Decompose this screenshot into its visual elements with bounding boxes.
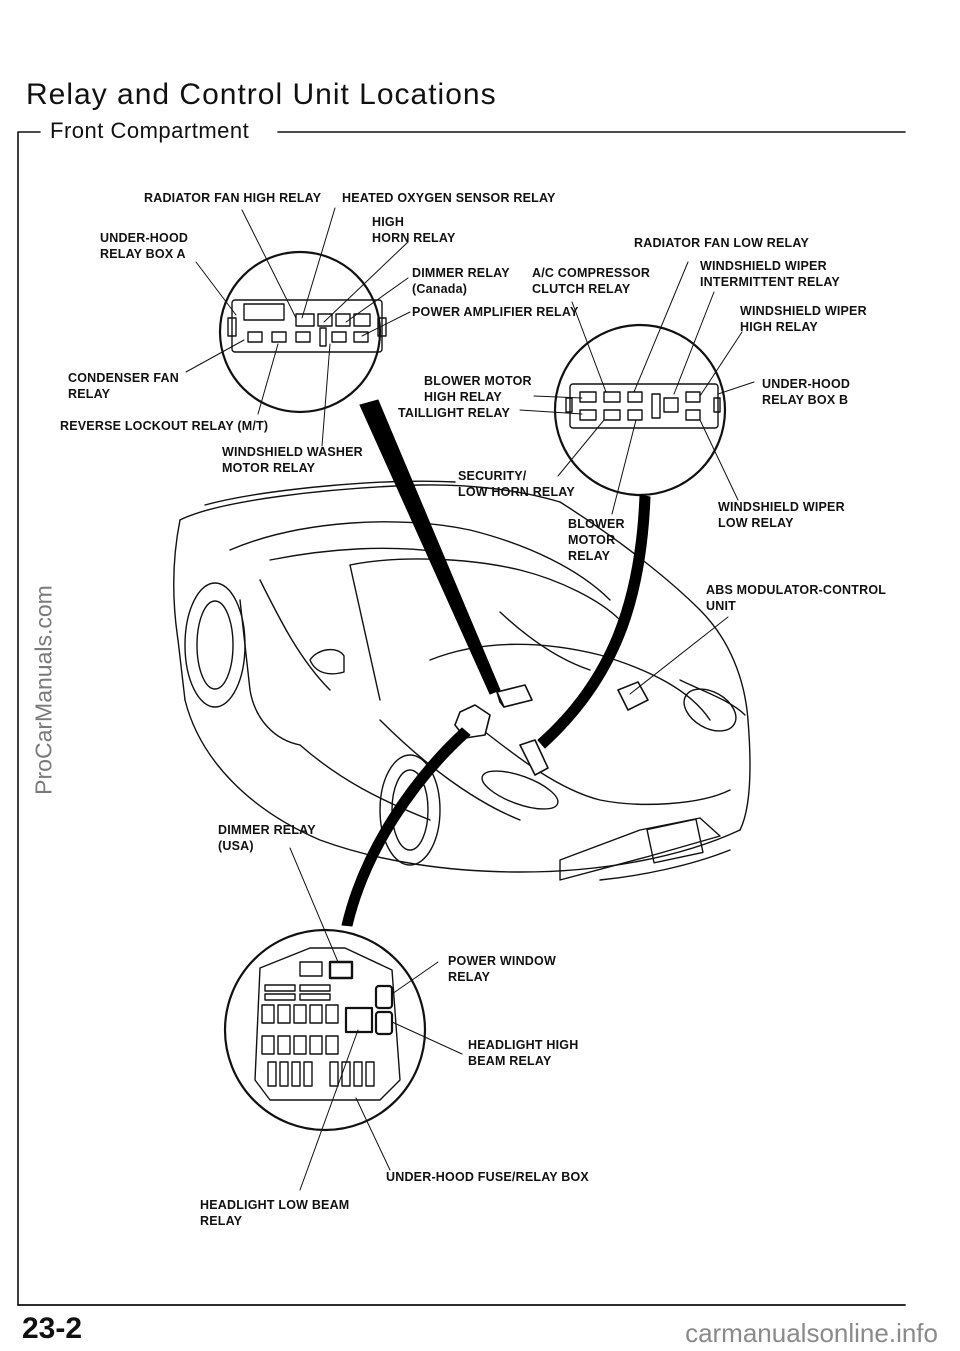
leader-lines-a xyxy=(185,207,411,447)
page-number: 23-2 xyxy=(22,1312,83,1345)
label-radiator-fan-high-relay: RADIATOR FAN HIGH RELAY xyxy=(144,191,322,205)
label-headlight-low-beam-relay: HEADLIGHT LOW BEAM RELAY xyxy=(200,1198,350,1228)
label-taillight-relay: TAILLIGHT RELAY xyxy=(398,406,511,420)
label-ac-compressor-clutch-relay: A/C COMPRESSOR CLUTCH RELAY xyxy=(532,266,651,296)
watermark-left-text: ProCarManuals.com xyxy=(30,585,57,795)
label-under-hood-relay-box-a: UNDER-HOOD RELAY BOX A xyxy=(100,231,189,261)
label-heated-oxygen-sensor-relay: HEATED OXYGEN SENSOR RELAY xyxy=(342,191,556,205)
section-subtitle: Front Compartment xyxy=(50,118,250,143)
label-windshield-washer-motor-relay: WINDSHIELD WASHER MOTOR RELAY xyxy=(222,445,363,475)
leader-lines-b xyxy=(519,261,755,695)
label-windshield-wiper-high-relay: WINDSHIELD WIPER HIGH RELAY xyxy=(740,304,867,334)
label-high-horn-relay: HIGH HORN RELAY xyxy=(372,215,456,245)
label-dimmer-relay-usa: DIMMER RELAY (USA) xyxy=(218,823,316,853)
label-headlight-high-beam-relay: HEADLIGHT HIGH BEAM RELAY xyxy=(468,1038,579,1068)
label-under-hood-fuse-relay-box: UNDER-HOOD FUSE/RELAY BOX xyxy=(386,1170,589,1184)
label-dimmer-relay-canada: DIMMER RELAY (Canada) xyxy=(412,266,510,296)
label-reverse-lockout-relay: REVERSE LOCKOUT RELAY (M/T) xyxy=(60,419,269,433)
page-title: Relay and Control Unit Locations xyxy=(26,78,497,111)
label-power-amplifier-relay: POWER AMPLIFIER RELAY xyxy=(412,305,579,319)
label-condenser-fan-relay: CONDENSER FAN RELAY xyxy=(68,371,179,401)
location-pointers xyxy=(341,399,651,927)
label-blower-motor-high-relay: BLOWER MOTOR HIGH RELAY xyxy=(424,374,532,404)
label-power-window-relay: POWER WINDOW RELAY xyxy=(448,954,556,984)
watermark-left: ProCarManuals.com xyxy=(4,540,57,860)
relay-box-a-detail xyxy=(218,250,387,414)
label-windshield-wiper-low-relay: WINDSHIELD WIPER LOW RELAY xyxy=(718,500,845,530)
label-blower-motor-relay: BLOWER MOTOR RELAY xyxy=(568,517,625,563)
car-illustration xyxy=(173,480,751,881)
watermark-bottom: carmanualsonline.info xyxy=(685,1318,938,1348)
label-windshield-wiper-intermittent-relay: WINDSHIELD WIPER INTERMITTENT RELAY xyxy=(700,259,840,289)
label-radiator-fan-low-relay: RADIATOR FAN LOW RELAY xyxy=(634,236,810,250)
relay-box-b-detail xyxy=(553,323,727,497)
fuse-relay-box-detail xyxy=(223,928,427,1132)
leader-lines-c xyxy=(289,847,463,1191)
label-under-hood-relay-box-b: UNDER-HOOD RELAY BOX B xyxy=(762,377,851,407)
label-security-low-horn-relay: SECURITY/ LOW HORN RELAY xyxy=(458,469,575,499)
label-abs-modulator-control-unit: ABS MODULATOR-CONTROL UNIT xyxy=(706,583,887,613)
